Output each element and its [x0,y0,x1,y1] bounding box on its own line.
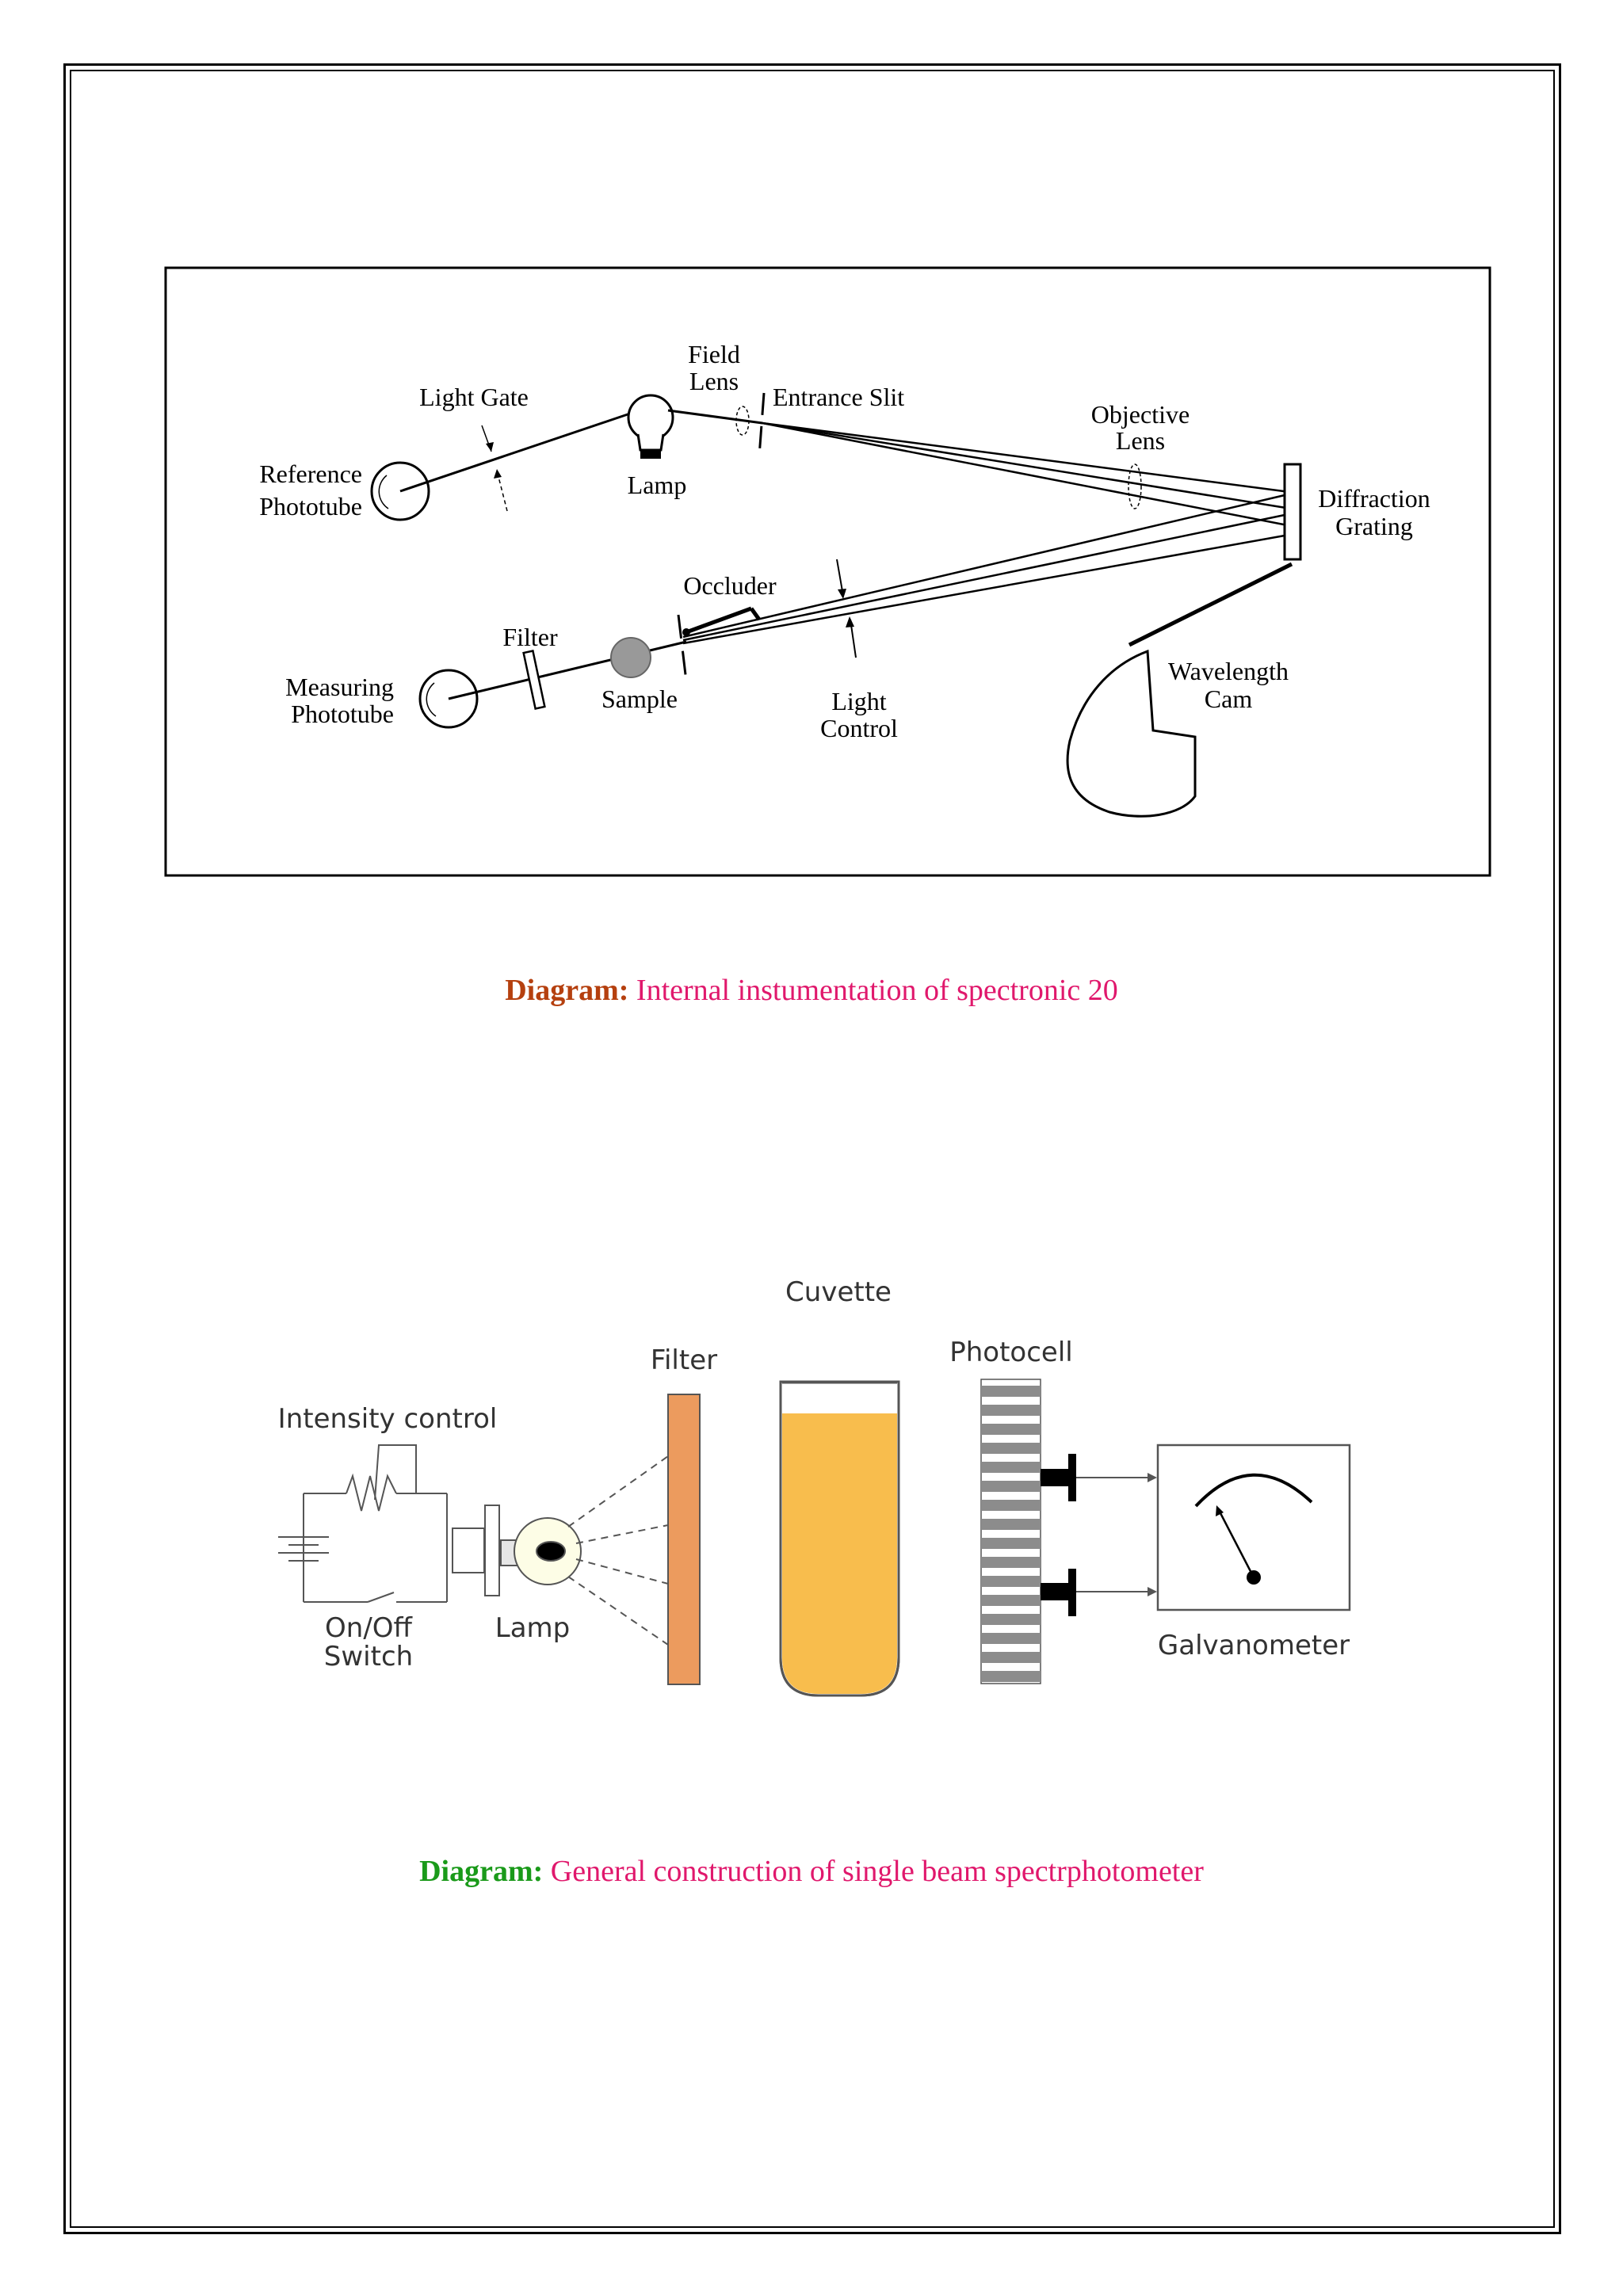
reference-phototube-icon [370,461,430,521]
diagram2-caption-text: General construction of single beam spec… [550,1855,1204,1888]
objective-lens-label-1: Objective [1091,400,1190,429]
photocell-stripe [981,1557,1041,1568]
diagram1-caption: Diagram: Internal instumentation of spec… [0,973,1623,1008]
wavelength-cam-label-2: Cam [1205,685,1253,713]
wavelength-cam-icon [1066,649,1197,818]
filter-label: Filter [502,623,558,651]
photocell-stripe [981,1519,1041,1530]
diagram1-frame [164,266,1491,877]
diagram1-caption-label: Diagram: [505,974,629,1007]
light-control-label-1: Light [831,687,886,715]
photocell-stripe [981,1443,1041,1454]
spectronic-20-diagram: Field Lens Light Gate Entrance Slit Obje… [164,266,1491,877]
signal-arrows [1076,1477,1151,1592]
objective-lens-icon [1128,463,1142,509]
wavelength-cam-label-1: Wavelength [1168,657,1289,685]
filter-icon [522,650,546,710]
intensity-control-label: Intensity control [278,1403,498,1435]
measuring-phototube-icon [418,669,479,729]
photocell-stripe [981,1462,1041,1473]
sample-slit-icon [677,614,688,682]
photocell-terminals [1041,1454,1076,1616]
sample-label: Sample [601,685,678,713]
cuvette-liquid [782,1413,897,1694]
field-lens-label-2: Lens [689,367,739,395]
lamp-label: Lamp [495,1612,570,1644]
entrance-slit-label: Entrance Slit [773,383,904,411]
photocell-label: Photocell [949,1337,1073,1368]
photocell-stripe [981,1652,1041,1663]
photocell-stripe [981,1538,1041,1549]
diffraction-grating-label-2: Grating [1335,512,1413,540]
objective-lens-label-2: Lens [1116,426,1165,455]
reference-phototube-label-1: Reference [259,460,362,488]
lamp-label: Lamp [628,471,687,499]
field-lens-label-1: Field [688,340,740,368]
reference-phototube-label-2: Phototube [259,492,362,521]
diagram2-caption-label: Diagram: [419,1855,544,1888]
photocell-stripe [981,1595,1041,1606]
photocell-stripe [981,1633,1041,1644]
on-off-switch-label-1: On/Off [325,1612,414,1644]
cam-arm [1128,562,1293,647]
cuvette-label: Cuvette [785,1276,892,1308]
measuring-phototube-label-2: Phototube [291,700,394,728]
page-border [63,63,1561,2234]
entrance-slit-icon [758,392,766,457]
measuring-phototube-label-1: Measuring [285,673,394,701]
circuit [278,1444,448,1603]
single-beam-spectrophotometer-diagram: Cuvette Filter Photocell Intensity contr… [278,1276,1351,1697]
photocell-stripe [981,1481,1041,1492]
photocell-stripe [981,1386,1041,1397]
lamp-icon [627,394,674,459]
on-off-switch-label-2: Switch [324,1641,413,1672]
occluder-icon [682,606,762,636]
galvanometer-icon [1156,1444,1351,1611]
diffraction-grating-label-1: Diffraction [1318,484,1430,513]
photocell-stripe [981,1576,1041,1587]
page-border-inner [70,70,1555,2228]
light-control-label-2: Control [820,714,898,742]
light-gate-label: Light Gate [419,383,529,411]
filter-label: Filter [651,1344,717,1376]
photocell-stripe [981,1671,1041,1682]
light-rays [567,1455,669,1646]
cuvette-icon [779,1380,900,1697]
diagram2-caption: Diagram: General construction of single … [0,1854,1623,1889]
photocell-stripe [981,1405,1041,1416]
sample-icon [610,637,651,678]
diffraction-grating-icon [1283,463,1302,561]
photocell-stripe [981,1614,1041,1625]
photocell-stripe [981,1424,1041,1435]
occluder-label: Occluder [683,571,777,600]
photocell-stripe [981,1500,1041,1511]
filter-icon [667,1394,701,1685]
galvanometer-label: Galvanometer [1158,1630,1350,1661]
diagram1-caption-text: Internal instumentation of spectronic 20 [636,974,1118,1007]
lamp-icon [452,1505,582,1596]
